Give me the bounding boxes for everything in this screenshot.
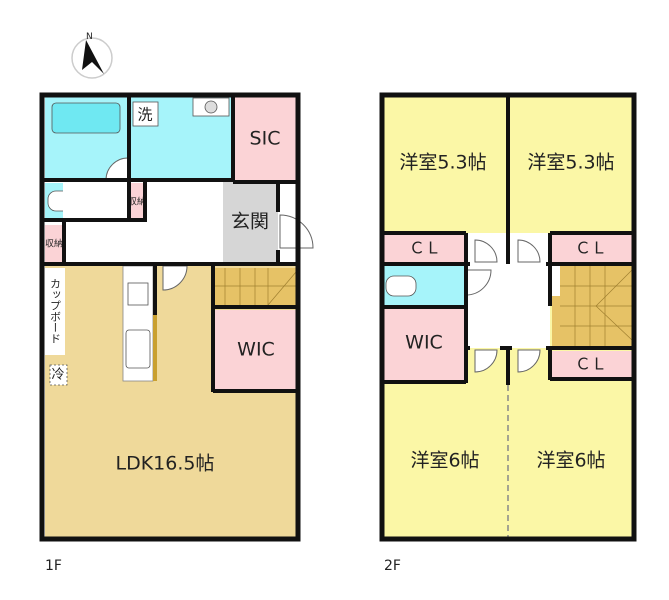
floor-2-label: 2F — [384, 558, 401, 574]
compass-north-label: N — [86, 32, 93, 42]
label-entrance: 玄関 — [231, 211, 269, 233]
label-western-se: 洋室6帖 — [536, 450, 605, 472]
label-sic: SIC — [250, 128, 281, 150]
room-storage-a — [128, 183, 145, 220]
room-cl-lower — [550, 351, 632, 378]
label-storage-b: 収納 — [45, 238, 63, 250]
door-se[interactable] — [517, 349, 541, 373]
room-entrance — [223, 181, 278, 263]
room-cl-left — [384, 234, 466, 262]
room-storage-b — [45, 225, 63, 262]
floor-1-plan: 洗 SIC 収納 収納 玄関 カップボード 冷 WIC LDK16.5帖 — [39, 92, 314, 574]
label-western-ne: 洋室5.3帖 — [527, 152, 614, 174]
floor-2-plan: 洋室5.3帖 洋室5.3帖 ＣＬ ＣＬ WIC ＣＬ 洋室6帖 洋室6帖 — [379, 92, 637, 574]
door-sw[interactable] — [474, 349, 498, 373]
label-ldk: LDK16.5帖 — [116, 453, 215, 475]
label-fridge: 冷 — [51, 368, 64, 383]
cupboard — [45, 268, 65, 355]
compass-icon: N — [71, 32, 113, 79]
label-washroom: 洗 — [137, 106, 152, 124]
toilet-icon-2f — [385, 275, 417, 297]
label-cl-right: ＣＬ — [575, 239, 607, 258]
bathtub-icon — [51, 102, 121, 134]
label-western-sw: 洋室6帖 — [410, 450, 479, 472]
door-nw[interactable] — [474, 239, 498, 263]
ldk-door[interactable] — [162, 265, 188, 291]
floor-1-label: 1F — [45, 558, 62, 574]
label-western-nw: 洋室5.3帖 — [399, 152, 486, 174]
stove-icon — [127, 282, 149, 306]
room-cl-right — [550, 234, 632, 262]
label-cl-left: ＣＬ — [409, 239, 441, 258]
stairs-1f — [213, 268, 296, 305]
room-wic-2f — [384, 309, 464, 381]
label-storage-a: 収納 — [128, 196, 146, 208]
label-wic-1f: WIC — [237, 339, 275, 361]
sink-icon — [125, 329, 151, 369]
room-wic-1f — [215, 310, 296, 390]
label-cl-lower: ＣＬ — [575, 355, 607, 374]
room-western-ne — [510, 97, 632, 232]
fridge — [49, 364, 68, 386]
label-cupboard: カップボード — [49, 278, 62, 344]
label-wic-2f: WIC — [405, 332, 443, 354]
room-sic — [234, 97, 296, 181]
room-western-nw — [384, 97, 507, 232]
door-ne[interactable] — [517, 239, 541, 263]
